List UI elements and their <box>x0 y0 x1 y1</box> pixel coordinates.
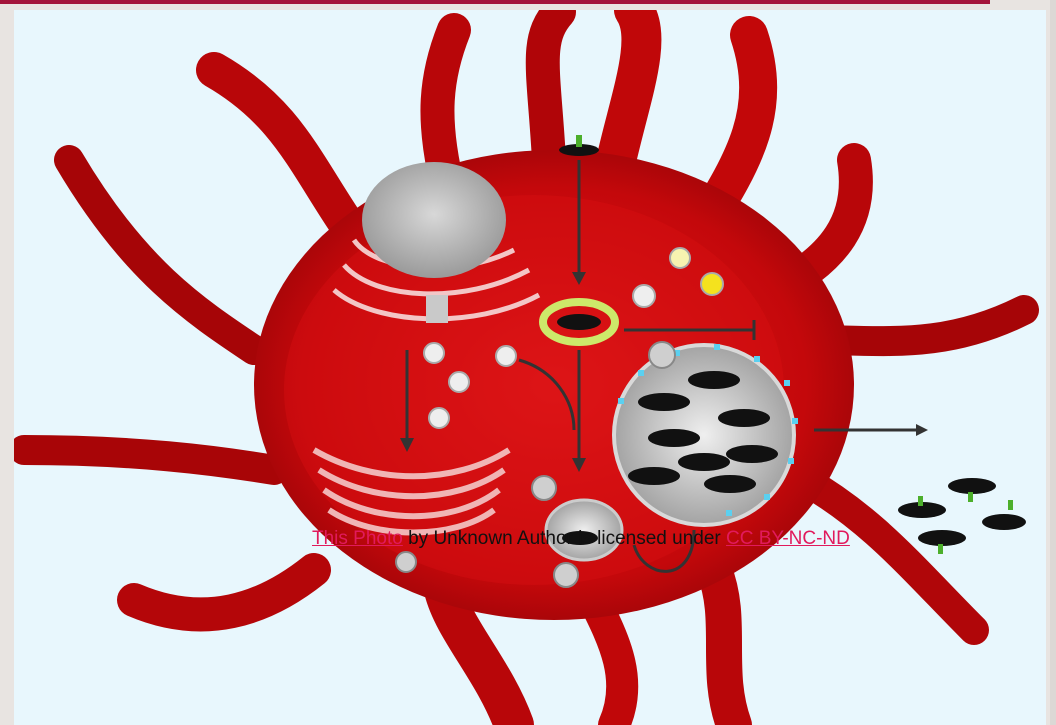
license-link[interactable]: CC BY-NC-ND <box>726 528 850 549</box>
window-edge-shade <box>1050 0 1056 725</box>
photo-link[interactable]: This Photo <box>312 528 403 549</box>
slide-accent-bar <box>0 0 990 4</box>
slide-canvas: This Photo by Unknown Author is licensed… <box>14 10 1046 725</box>
attribution-caption: This Photo by Unknown Author is licensed… <box>312 526 932 552</box>
attribution-text: by Unknown Author is licensed under <box>403 528 726 549</box>
cell-diagram-image <box>14 10 1046 725</box>
